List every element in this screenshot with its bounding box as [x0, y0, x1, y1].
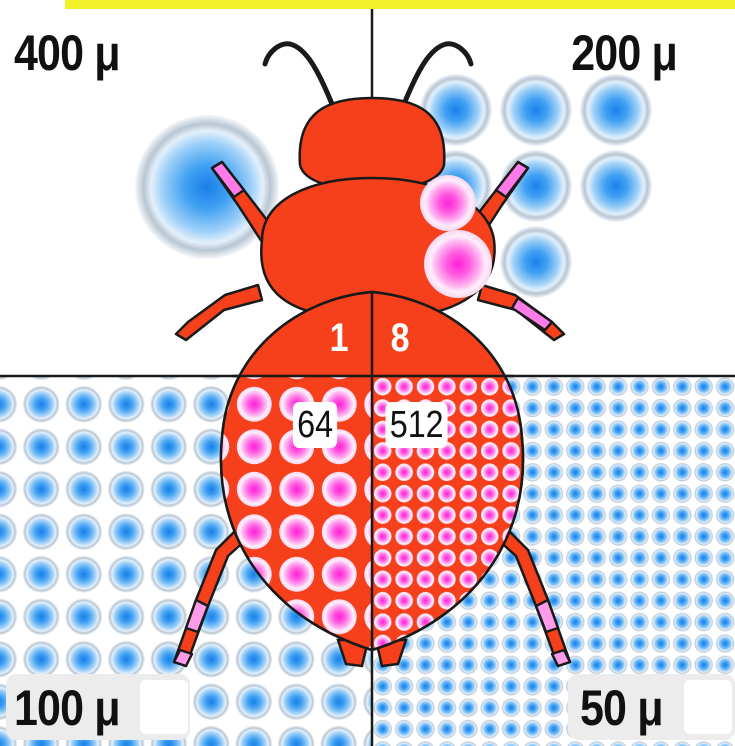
pink-spot	[424, 230, 492, 298]
segment-label-512: 512	[386, 402, 448, 448]
label-100-box	[140, 680, 188, 734]
segment-label-8: 8	[391, 318, 410, 358]
label-50-box	[684, 680, 732, 734]
segment-label-64: 64	[293, 402, 337, 448]
beetle-head	[300, 98, 445, 190]
blue-spot-large	[135, 115, 279, 259]
blue-spot	[580, 74, 652, 146]
segment-label-1: 1	[330, 318, 349, 358]
label-400: 400 μ	[14, 28, 120, 78]
blue-spot	[500, 226, 572, 298]
label-50: 50 μ	[580, 683, 663, 733]
blue-spot	[580, 150, 652, 222]
label-200: 200 μ	[571, 28, 677, 78]
top-banner	[65, 0, 735, 9]
label-100: 100 μ	[14, 683, 120, 733]
pink-spot	[420, 175, 476, 231]
blue-spot	[500, 74, 572, 146]
